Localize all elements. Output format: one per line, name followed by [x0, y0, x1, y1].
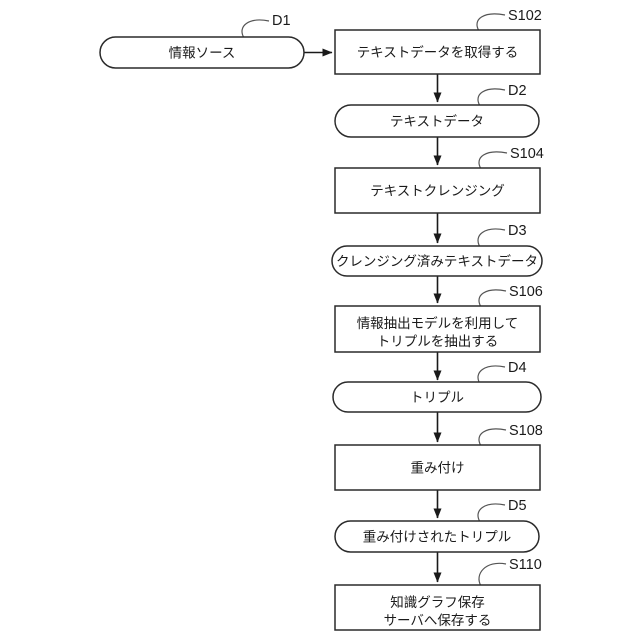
leader-s108 — [478, 428, 507, 447]
terminator-shape-d2 — [334, 104, 540, 138]
ref-label-s110: S110 — [509, 557, 542, 573]
leader-d3 — [477, 228, 506, 248]
node-label-s104: テキストクレンジング — [370, 184, 505, 199]
node-label-s110-line2: サーバへ保存する — [384, 613, 492, 628]
ref-label-d4: D4 — [508, 360, 527, 376]
flowchart-nodes: 情報ソース テキストデータを取得する テキストデータ テキストクレンジング クレ… — [99, 29, 543, 631]
node-process-s110: 知識グラフ保存 サーバへ保存する — [334, 584, 541, 631]
process-shape-s102 — [334, 29, 541, 75]
leader-d1 — [241, 19, 270, 39]
ref-label-d1: D1 — [272, 13, 291, 29]
leader-s106 — [478, 289, 507, 308]
node-process-s102: テキストデータを取得する — [334, 29, 541, 75]
ref-labels: D1 S102 D2 S104 D3 S106 D4 S108 D5 S110 — [272, 8, 544, 573]
node-label-d5: 重み付けされたトリプル — [363, 530, 512, 545]
node-label-s108: 重み付け — [411, 461, 465, 476]
node-label-s106-line2: トリプルを抽出する — [377, 334, 499, 349]
node-terminator-d2: テキストデータ — [334, 104, 540, 138]
node-label-s106-line1: 情報抽出モデルを利用して — [357, 315, 519, 331]
node-process-s104: テキストクレンジング — [334, 167, 541, 214]
node-label-d1: 情報ソース — [169, 46, 236, 61]
process-shape-s106 — [334, 305, 541, 353]
terminator-shape-d4 — [332, 381, 542, 413]
leader-d2 — [477, 88, 506, 107]
process-shape-s104 — [334, 167, 541, 214]
leader-lines — [241, 13, 508, 587]
ref-label-s104: S104 — [510, 146, 544, 162]
process-shape-s108 — [334, 444, 541, 491]
node-terminator-d3: クレンジング済みテキストデータ — [331, 245, 543, 277]
node-label-d3: クレンジング済みテキストデータ — [336, 253, 538, 269]
node-label-s102: テキストデータを取得する — [357, 44, 519, 60]
node-label-s110-line1: 知識グラフ保存 — [390, 594, 485, 610]
node-label-d2: テキストデータ — [390, 113, 484, 129]
terminator-shape-d5 — [334, 520, 540, 553]
node-label-d4: トリプル — [410, 390, 464, 405]
ref-label-d3: D3 — [508, 223, 527, 239]
leader-s102 — [476, 13, 506, 32]
node-terminator-d5: 重み付けされたトリプル — [334, 520, 540, 553]
node-process-s108: 重み付け — [334, 444, 541, 491]
node-terminator-d1: 情報ソース — [99, 36, 305, 69]
process-shape-s110 — [334, 584, 541, 631]
leader-d5 — [477, 503, 506, 523]
ref-label-s102: S102 — [508, 8, 542, 24]
leader-s110 — [478, 562, 507, 587]
leader-d4 — [477, 365, 506, 385]
leader-s104 — [478, 151, 508, 170]
node-terminator-d4: トリプル — [332, 381, 542, 413]
ref-label-s108: S108 — [509, 423, 543, 439]
node-process-s106: 情報抽出モデルを利用して トリプルを抽出する — [334, 305, 541, 353]
flow-arrows — [304, 48, 442, 583]
terminator-shape-d1 — [99, 36, 305, 69]
terminator-shape-d3 — [331, 245, 543, 277]
ref-label-d5: D5 — [508, 498, 527, 514]
ref-label-d2: D2 — [508, 83, 527, 99]
ref-label-s106: S106 — [509, 284, 543, 300]
